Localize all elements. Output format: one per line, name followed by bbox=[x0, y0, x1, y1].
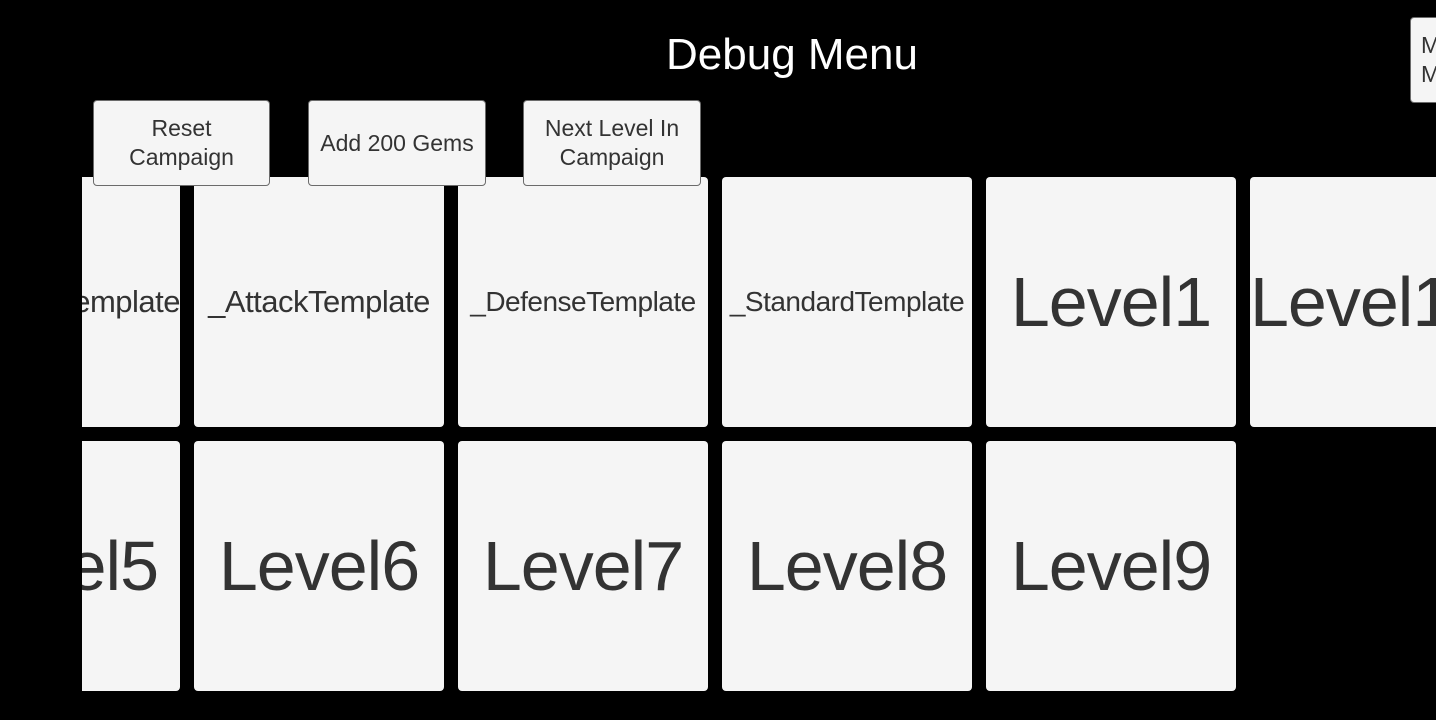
level-tile-boss-template[interactable]: _BossTemplate bbox=[82, 177, 180, 427]
level-tile-label: Level1 bbox=[1010, 263, 1212, 341]
level-tile-level9[interactable]: Level9 bbox=[986, 441, 1236, 691]
main-menu-button[interactable]: Main Menu bbox=[1410, 17, 1436, 103]
level-tile-level5[interactable]: Level5 bbox=[82, 441, 180, 691]
reset-campaign-button[interactable]: Reset Campaign bbox=[93, 100, 270, 186]
level-tile-label: _StandardTemplate bbox=[729, 286, 965, 317]
level-tile-level6[interactable]: Level6 bbox=[194, 441, 444, 691]
level-tile-level10[interactable]: Level10 bbox=[1250, 177, 1436, 427]
level-tile-label: Level7 bbox=[482, 527, 684, 605]
level-tile-standard-template[interactable]: _StandardTemplate bbox=[722, 177, 972, 427]
level-grid[interactable]: _BossTemplate _AttackTemplate _DefenseTe… bbox=[82, 0, 1436, 720]
level-tile-label: _DefenseTemplate bbox=[470, 286, 696, 317]
level-tile-level7[interactable]: Level7 bbox=[458, 441, 708, 691]
level-tile-label: _AttackTemplate bbox=[208, 284, 430, 319]
level-tile-label: Level8 bbox=[746, 527, 948, 605]
level-tile-label: Level6 bbox=[218, 527, 420, 605]
next-level-in-campaign-button[interactable]: Next Level In Campaign bbox=[523, 100, 701, 186]
level-tile-label: Level5 bbox=[82, 527, 159, 605]
level-tile-label: Level9 bbox=[1010, 527, 1212, 605]
page-title: Debug Menu bbox=[666, 30, 918, 79]
level-tile-level1[interactable]: Level1 bbox=[986, 177, 1236, 427]
level-tile-label: _BossTemplate bbox=[82, 284, 180, 319]
level-tile-defense-template[interactable]: _DefenseTemplate bbox=[458, 177, 708, 427]
level-tile-attack-template[interactable]: _AttackTemplate bbox=[194, 177, 444, 427]
add-200-gems-button[interactable]: Add 200 Gems bbox=[308, 100, 486, 186]
level-tile-level8[interactable]: Level8 bbox=[722, 441, 972, 691]
level-tile-label: Level10 bbox=[1250, 263, 1436, 341]
